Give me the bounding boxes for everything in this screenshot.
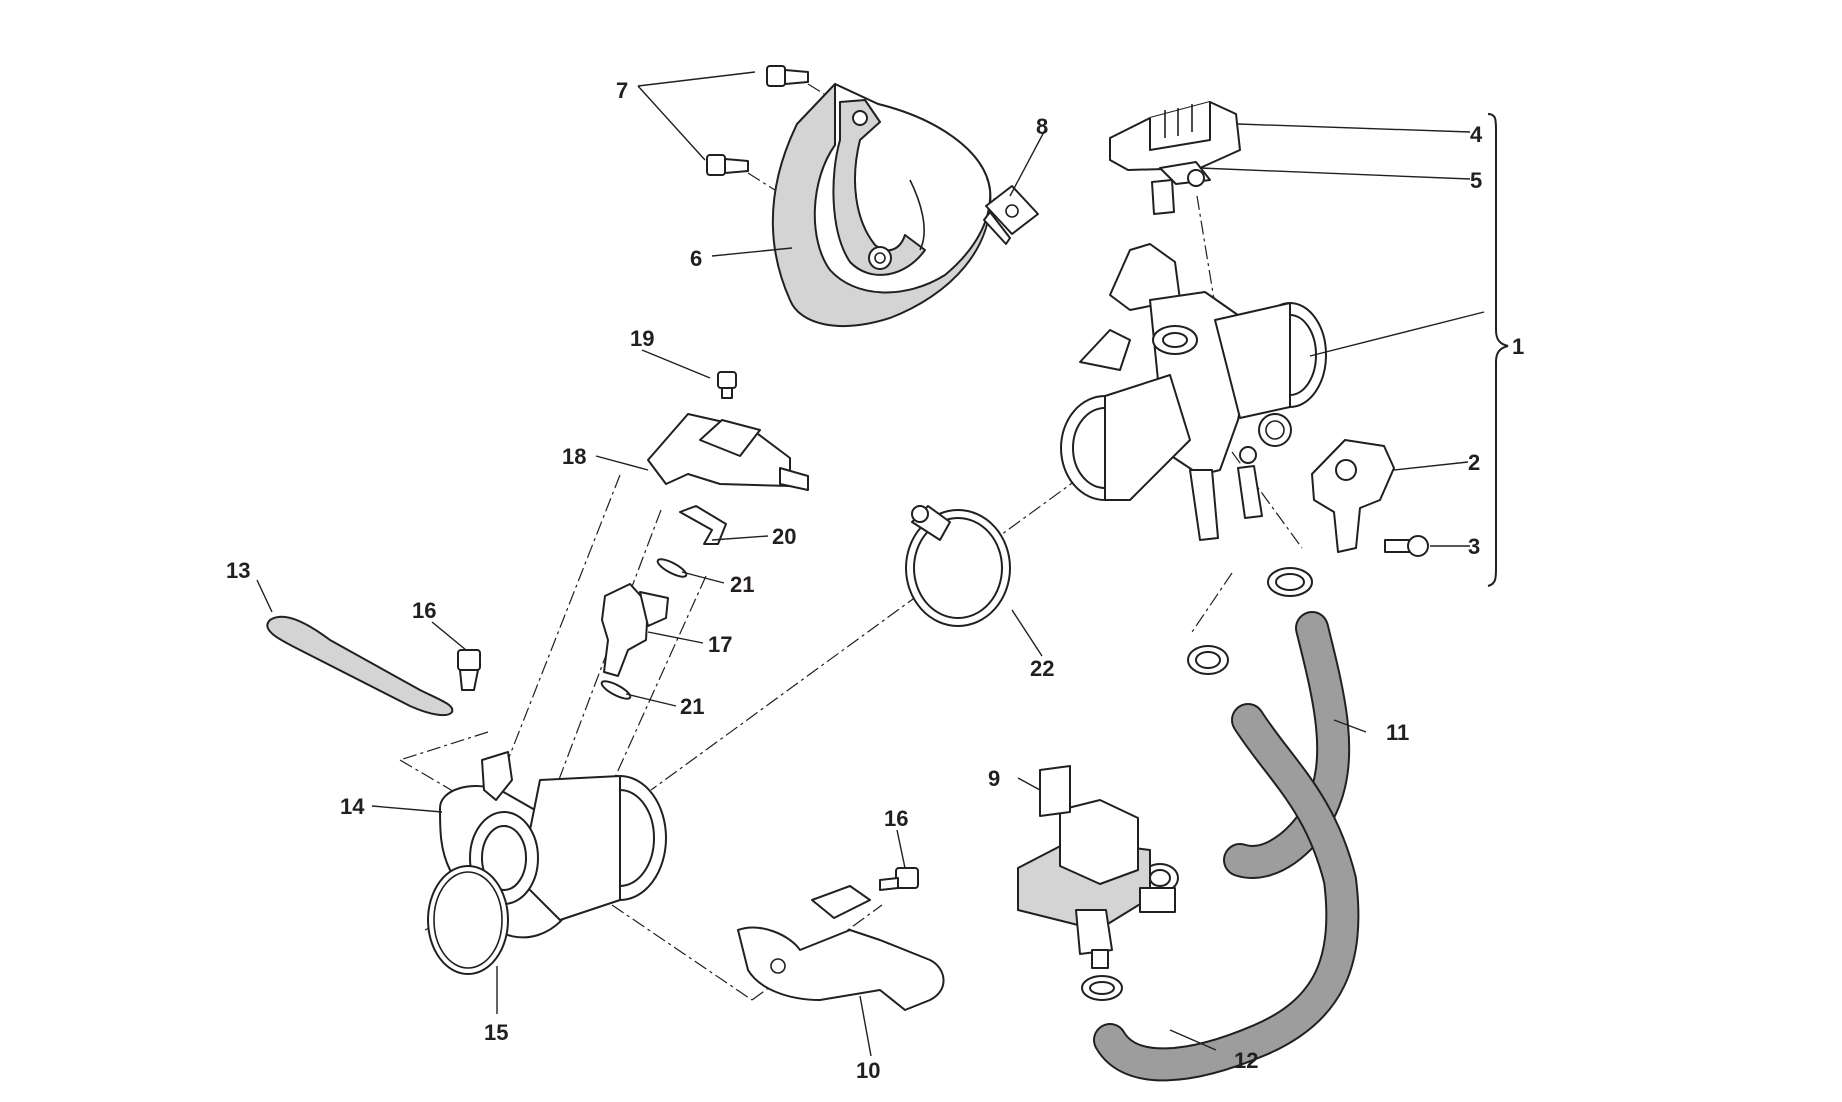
callout-17: 17 (708, 632, 732, 657)
callout-5: 5 (1470, 168, 1482, 193)
throttle-cover (771, 83, 992, 327)
callout-14: 14 (340, 794, 365, 819)
injector (601, 583, 669, 677)
throttle-position-sensor (1311, 439, 1395, 553)
bolt-16-upper (457, 649, 481, 691)
valve-unit (1017, 765, 1176, 969)
clip-nut (983, 185, 1039, 245)
hose-11 (1093, 611, 1360, 1082)
callout-1: 1 (1512, 334, 1524, 359)
injector-clip (679, 505, 727, 545)
callout-labels: 1 2 3 4 5 6 7 8 9 10 11 12 13 14 15 16 1… (226, 78, 1524, 1083)
manifold-o-ring (427, 865, 509, 975)
callout-18: 18 (562, 444, 586, 469)
callout-4: 4 (1470, 122, 1483, 147)
callout-16-upper: 16 (412, 598, 436, 623)
callout-9: 9 (988, 766, 1000, 791)
gasket-strip (266, 615, 454, 717)
callout-12: 12 (1234, 1048, 1258, 1073)
leader-lines (256, 71, 1485, 1057)
assembly-brace (1487, 113, 1509, 587)
tps-screw (1384, 535, 1429, 557)
callout-16-lower: 16 (884, 806, 908, 831)
callout-2: 2 (1468, 450, 1480, 475)
callout-19: 19 (630, 326, 654, 351)
bracket-screw (717, 371, 737, 399)
callout-21-lower: 21 (680, 694, 704, 719)
o-ring-lower (600, 680, 632, 700)
bolt-16-lower (879, 867, 919, 891)
callout-8: 8 (1036, 114, 1048, 139)
callout-7: 7 (616, 78, 628, 103)
callout-6: 6 (690, 246, 702, 271)
hose-clamp-large (905, 505, 1011, 627)
callout-3: 3 (1468, 534, 1480, 559)
cover-screws (706, 65, 809, 176)
callout-20: 20 (772, 524, 796, 549)
callout-13: 13 (226, 558, 250, 583)
callout-10: 10 (856, 1058, 880, 1083)
mounting-bracket (737, 885, 945, 1011)
map-sensor (1109, 101, 1241, 215)
callout-22: 22 (1030, 656, 1054, 681)
callout-21-upper: 21 (730, 572, 754, 597)
callout-11: 11 (1386, 720, 1409, 745)
throttle-body (1060, 243, 1327, 541)
callout-15: 15 (484, 1020, 508, 1045)
injector-bracket (647, 413, 809, 491)
o-ring-upper (656, 558, 688, 578)
